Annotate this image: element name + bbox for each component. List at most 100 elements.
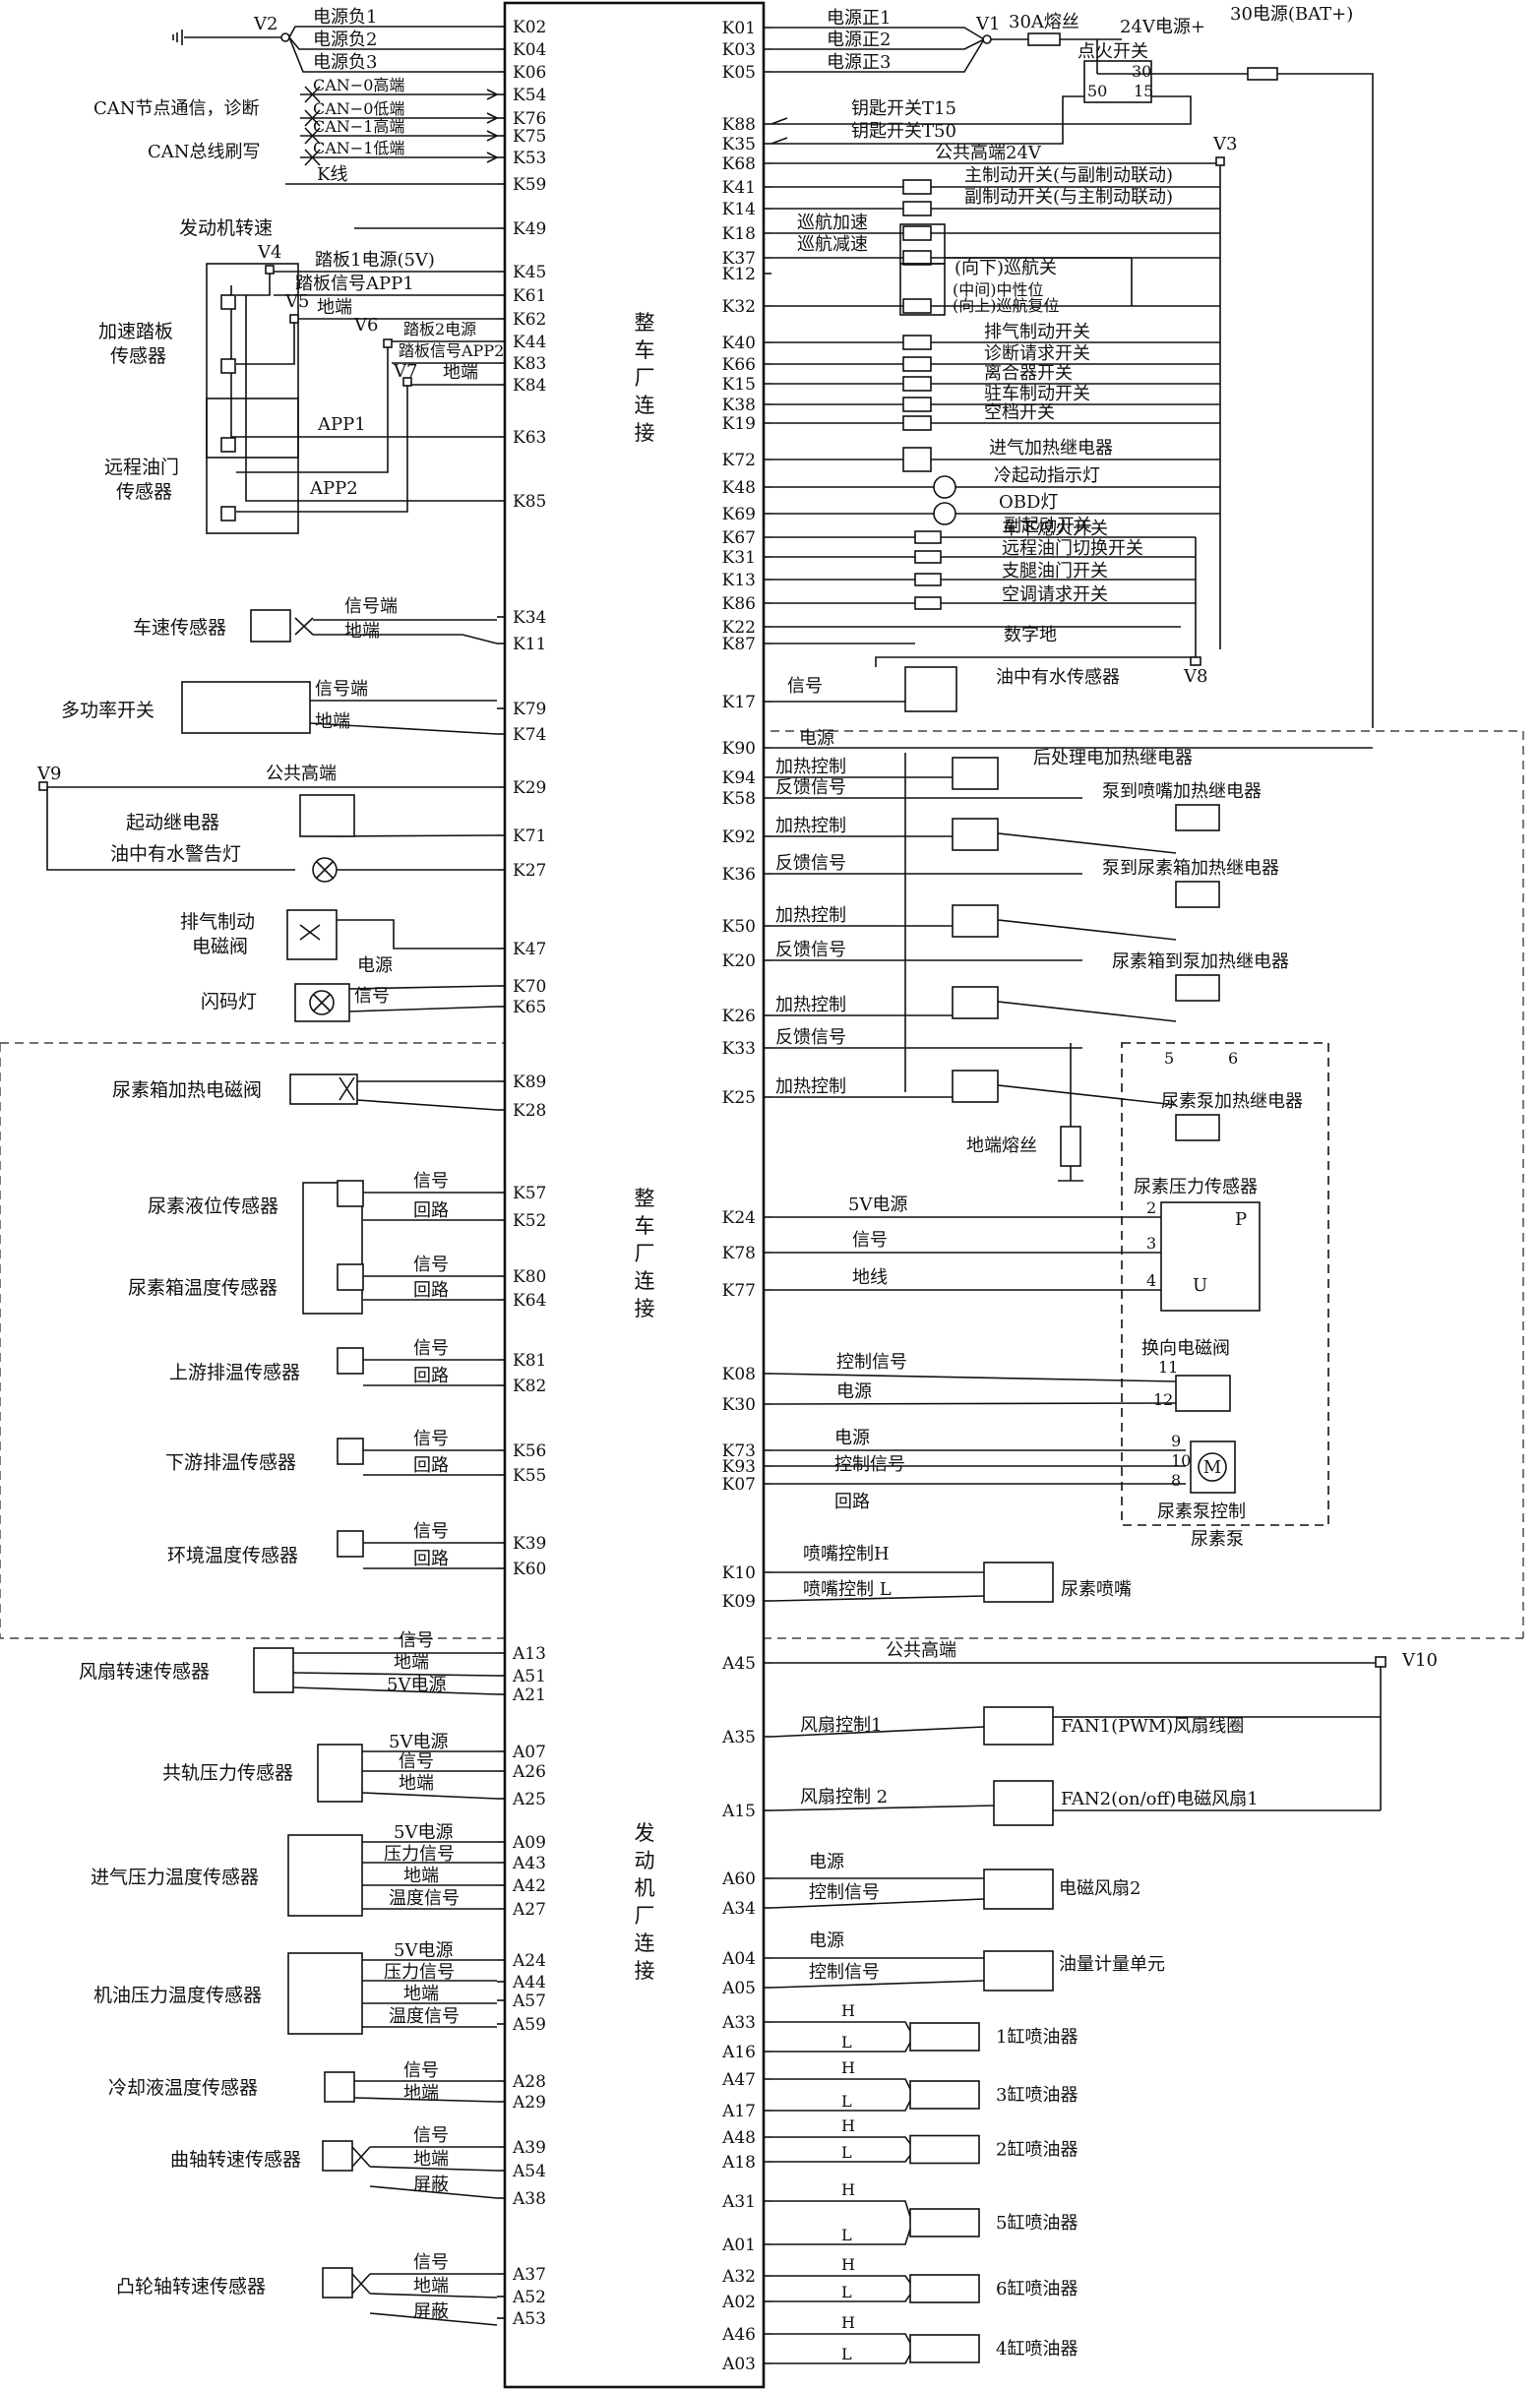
wire-pedal-int <box>236 345 389 473</box>
ecu-caption-engine-5: 接 <box>635 1959 655 1983</box>
pin-k61: K61 <box>513 286 546 306</box>
ignition-switch <box>1083 60 1152 103</box>
pedal-element-1 <box>220 358 236 374</box>
ecu-caption-engine-4: 连 <box>635 1931 655 1955</box>
pin-a59: A59 <box>512 2015 546 2035</box>
label-rev-valve: 换向电磁阀 <box>1141 1338 1230 1359</box>
flash-lamp-box <box>294 983 350 1022</box>
label-water-lamp: 油中有水警告灯 <box>110 843 241 865</box>
switch2-sym-0 <box>914 530 942 544</box>
label-pump-power: 电源 <box>834 1428 870 1448</box>
label-power-pos-1: 电源正1 <box>827 8 891 29</box>
pedal-element-0 <box>220 294 236 310</box>
label-pump-return: 回路 <box>834 1492 870 1512</box>
arrow-can-0 <box>486 89 498 95</box>
label-intake_sensor-ground: 地端 <box>403 1866 439 1886</box>
label-rev-pin12: 12 <box>1153 1390 1173 1409</box>
pin-a28: A28 <box>512 2072 546 2092</box>
label-coolant: 冷却液温度传感器 <box>108 2077 258 2099</box>
label-rail-signal: 信号 <box>399 1751 434 1772</box>
label-inj-h-0: H <box>841 2001 855 2020</box>
label-key-t50: 钥匙开关T50 <box>851 121 956 142</box>
label-can-flash: CAN总线刷写 <box>148 142 261 162</box>
label-urea-heat-valve: 尿素箱加热电磁阀 <box>112 1079 262 1101</box>
wire-inj-h-4 <box>771 2275 911 2284</box>
switch-sym-0 <box>902 179 932 195</box>
label-switch-2: 离合器开关 <box>984 363 1073 384</box>
label-ign-30: 30 <box>1132 62 1151 81</box>
label-relay-pin6: 6 <box>1228 1049 1238 1068</box>
wire-flash-signal <box>348 1006 498 1012</box>
down_temp-symbol <box>337 1438 364 1465</box>
pin-k63: K63 <box>513 428 546 448</box>
label-start-relay: 起动继电器 <box>126 812 219 833</box>
pin-k88: K88 <box>722 115 756 135</box>
wire-t50 <box>771 95 1084 145</box>
label-pump-ctrl: 控制信号 <box>834 1454 905 1475</box>
pin-k73: K73 <box>722 1441 756 1461</box>
switch-sym-3 <box>902 250 932 266</box>
pin-k68: K68 <box>722 154 756 174</box>
accel-pedal-box <box>206 263 299 459</box>
exhaust-valve-box <box>286 909 338 960</box>
ecu-caption-vehicle_top-4: 接 <box>635 421 655 445</box>
urea-valve-connector <box>339 1076 355 1101</box>
wire-fan1 <box>770 1726 985 1738</box>
pin-k38: K38 <box>722 396 756 415</box>
label-switch-4: 空档开关 <box>984 402 1055 423</box>
wire-pedal-int <box>236 386 408 513</box>
dashed-boundary-lower <box>0 1043 1523 1639</box>
label-cam-shield: 屏蔽 <box>413 2301 449 2322</box>
pin-a13: A13 <box>512 1644 546 1664</box>
ecu-caption-vehicle_top-0: 整 <box>635 311 655 335</box>
fan1-symbol <box>983 1706 1054 1746</box>
wire-v9-down <box>46 787 295 871</box>
pin-k72: K72 <box>722 451 756 470</box>
pin-k67: K67 <box>722 528 756 548</box>
pin-a09: A09 <box>512 1833 546 1853</box>
wire-multi-ground <box>309 722 498 735</box>
pin-k08: K08 <box>722 1365 756 1384</box>
relay-4 <box>952 1070 999 1103</box>
wire-power-neg-3 <box>288 36 497 73</box>
label-fan-speed-sensor: 风扇转速传感器 <box>79 1661 210 1683</box>
pin-k81: K81 <box>513 1351 546 1371</box>
pump-motor <box>1198 1452 1227 1482</box>
oil_sensor-symbol <box>287 1952 363 2035</box>
ecu-caption-vehicle_mid-2: 厂 <box>635 1242 655 1265</box>
obd-lamp <box>933 502 956 525</box>
pin-k54: K54 <box>513 86 546 105</box>
label-rev-power: 电源 <box>836 1381 872 1402</box>
arrow-can-1 <box>486 117 498 124</box>
wire-relay-load-1 <box>997 832 1177 854</box>
label-engine-speed: 发动机转速 <box>179 217 273 239</box>
pin-k18: K18 <box>722 224 756 244</box>
pin-k59: K59 <box>513 175 546 195</box>
label-flash-signal: 信号 <box>354 986 390 1007</box>
pin-k50: K50 <box>722 917 756 937</box>
label-p-pin-1: 3 <box>1146 1234 1156 1253</box>
pedal-element-2 <box>220 437 236 453</box>
pin-k30: K30 <box>722 1395 756 1415</box>
intake-heat-relay-symbol <box>902 447 932 472</box>
switch2-sym-3 <box>914 596 942 610</box>
can-twist-0 <box>304 86 321 103</box>
pin-k66: K66 <box>722 355 756 375</box>
relay-load-3 <box>1175 974 1220 1002</box>
arrow-can-3 <box>486 156 498 163</box>
label-u-letter: U <box>1193 1275 1207 1296</box>
label-feedback-1: 反馈信号 <box>775 853 846 874</box>
up_temp-symbol <box>337 1347 364 1375</box>
label-p-ground: 地线 <box>852 1267 888 1288</box>
label-ground1: 地端 <box>317 297 352 318</box>
label-inj-l-5: L <box>841 2345 852 2363</box>
label-relay_urea_pump: 尿素泵加热继电器 <box>1161 1091 1303 1112</box>
label-rev-ctrl: 控制信号 <box>836 1352 907 1373</box>
pin-k74: K74 <box>513 725 546 745</box>
label-nozzle-h: 喷嘴控制H <box>803 1544 890 1564</box>
cam-symbol <box>322 2267 353 2298</box>
label-fan-signal: 信号 <box>399 1630 434 1651</box>
wire-start-relay <box>329 834 498 837</box>
label-p-letter: P <box>1235 1209 1247 1230</box>
pin-k37: K37 <box>722 249 756 269</box>
